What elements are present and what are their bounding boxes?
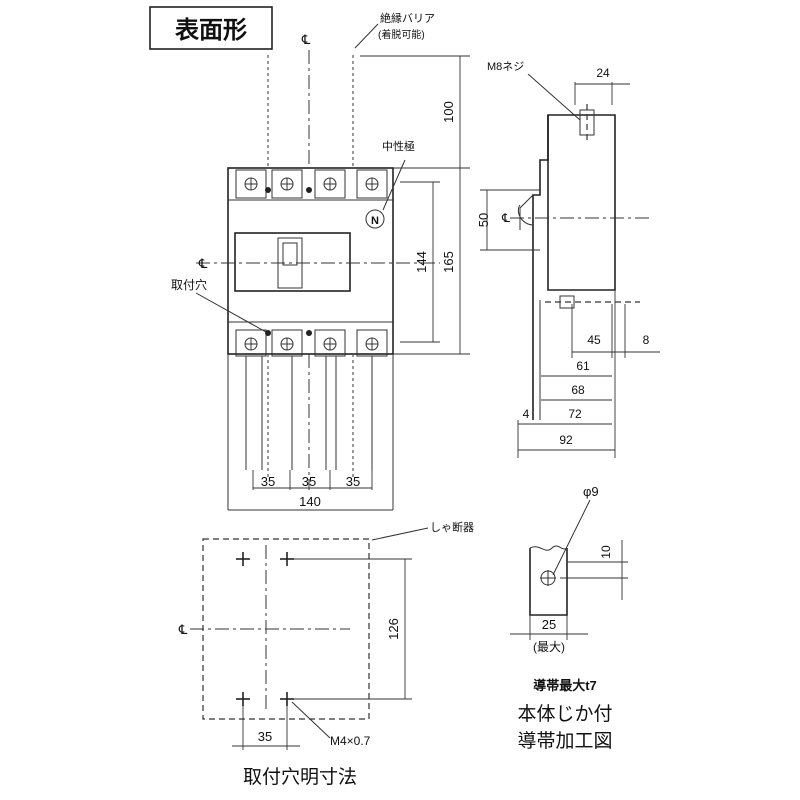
dim-140: 140 <box>299 494 321 509</box>
dim-35-d: 35 <box>258 729 272 744</box>
hole-marker <box>236 692 250 706</box>
dim-45: 45 <box>587 333 601 347</box>
caption-conductor-1: 本体じか付 <box>517 703 612 725</box>
hole-marker <box>236 552 250 566</box>
centerline-label-left: ℄ <box>198 256 208 271</box>
hole-marker <box>280 692 294 706</box>
dim-25: 25 <box>542 617 556 632</box>
dim-4: 4 <box>523 407 530 421</box>
neutral-pole-label: 中性極 <box>382 139 415 153</box>
dim-100: 100 <box>441 101 456 123</box>
dim-68: 68 <box>571 383 585 397</box>
side-view: M8ネジ 24 50 ℄ 45 8 61 68 72 <box>476 60 660 458</box>
conductor-detail: φ9 10 25 (最大) 導帯最大t7 本体じか付 導帯加工図 <box>510 484 628 752</box>
dim-10: 10 <box>599 545 613 559</box>
screw-label: M8ネジ <box>487 60 524 73</box>
title-box <box>149 6 273 50</box>
dim-126: 126 <box>386 618 401 640</box>
dim-61: 61 <box>576 359 590 373</box>
centerline-label-side: ℄ <box>501 211 510 225</box>
centerline-label-holes: ℄ <box>178 622 188 637</box>
dim-72: 72 <box>568 407 582 421</box>
barrier-label-sub: (着脱可能) <box>378 28 425 41</box>
dim-35-a: 35 <box>261 474 275 489</box>
dim-8: 8 <box>643 333 650 347</box>
barrier-leader <box>354 23 379 49</box>
title-text: 表面形 <box>175 17 247 44</box>
neutral-mark-text: N <box>371 215 379 227</box>
neutral-mark <box>365 209 385 229</box>
side-body <box>547 114 616 291</box>
screw-leader <box>527 73 581 121</box>
upper-terminals <box>235 169 388 199</box>
dim-50: 50 <box>476 213 491 227</box>
dim-24: 24 <box>596 66 610 80</box>
dim-35-b: 35 <box>302 474 316 489</box>
hole-size-label: φ9 <box>583 484 599 499</box>
breaker-body <box>227 167 394 355</box>
max-label: (最大) <box>533 640 565 654</box>
hole-size-leader <box>552 499 591 576</box>
mounting-hole-label: 取付穴 <box>171 277 207 292</box>
mounting-hole-leader <box>195 292 267 333</box>
breaker-label: しゃ断器 <box>430 520 474 534</box>
caption-hole: 取付穴明寸法 <box>243 766 357 788</box>
tap-leader <box>291 701 331 739</box>
conductor-max-label: 導帯最大t7 <box>533 678 597 693</box>
mounting-hole-pattern: しゃ断器 ℄ 126 35 M4×0.7 取付穴明寸法 <box>178 520 474 788</box>
front-view: 表面形 ℄ 絶縁バリア (着脱可能) N 中性極 <box>149 6 470 511</box>
dim-144: 144 <box>414 251 429 273</box>
lower-terminals <box>235 329 388 357</box>
hole-marker <box>280 552 294 566</box>
barrier-label: 絶縁バリア <box>380 11 435 25</box>
handle-window <box>234 232 351 292</box>
centerline-label-top: ℄ <box>301 32 311 47</box>
dim-35-c: 35 <box>346 474 360 489</box>
dim-92: 92 <box>559 433 573 447</box>
tap-label: M4×0.7 <box>330 734 371 748</box>
caption-conductor-2: 導帯加工図 <box>517 730 612 752</box>
dim-165: 165 <box>441 251 456 273</box>
breaker-leader <box>371 527 429 541</box>
conductor-bar <box>529 548 568 616</box>
